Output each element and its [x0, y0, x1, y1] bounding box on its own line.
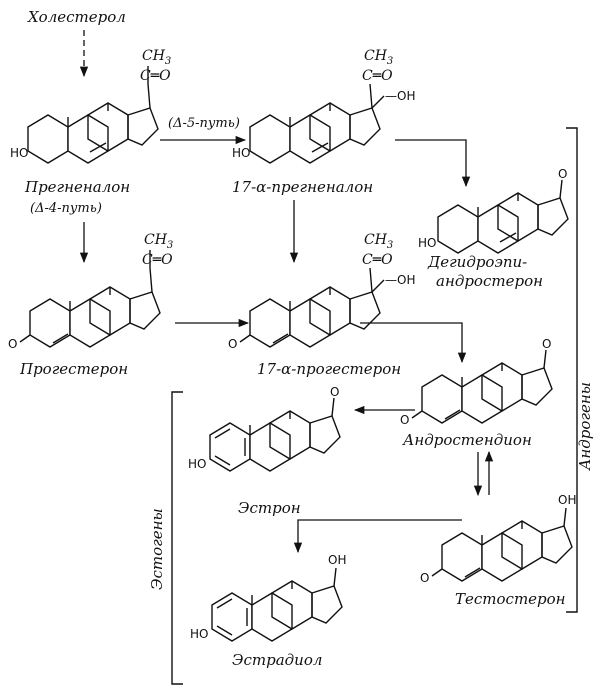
- oxo-group: O: [420, 571, 429, 585]
- carbonyl-group: C═O: [140, 68, 171, 84]
- ch3-group: CH3: [144, 232, 173, 251]
- structure-androstenedione: O O: [400, 337, 553, 427]
- arrow-17a-progesterone-to-androstenedione: [360, 322, 467, 364]
- oxo-group: O: [400, 413, 409, 427]
- keto-oxygen: O: [558, 167, 567, 181]
- carbonyl-group: C═O: [362, 68, 393, 84]
- oh-group: —OH: [385, 89, 415, 103]
- label-dhea-2: андростерон: [436, 272, 543, 290]
- oh-group: OH: [328, 553, 346, 567]
- structure-estrone: HO O: [188, 385, 341, 472]
- structure-testosterone: O OH: [420, 493, 576, 585]
- label-delta5-pathway: (Δ-5-путь): [168, 116, 240, 131]
- oxo-group: O: [8, 337, 17, 351]
- label-cholesterol: Холестерол: [27, 8, 126, 26]
- label-androstenedione: Андростендион: [402, 431, 532, 449]
- structure-progesterone: O CH3 C═O: [8, 232, 173, 351]
- oh-group: —OH: [385, 273, 415, 287]
- label-estradiol: Эстрадиол: [232, 651, 322, 669]
- oh-group: OH: [558, 493, 576, 507]
- label-estrogens: Эстогены: [148, 508, 166, 590]
- label-dhea-1: Дегидроэпи-: [427, 253, 527, 271]
- label-androgens: Андрогены: [576, 382, 594, 471]
- label-17a-progesterone: 17-α-прогестерон: [257, 360, 401, 378]
- ho-group: HO: [232, 146, 250, 160]
- keto-oxygen: O: [330, 385, 339, 399]
- ho-group: HO: [418, 236, 436, 250]
- label-testosterone: Тестостерон: [455, 590, 566, 608]
- arrow-17a-pregnenolone-to-dhea: [395, 139, 471, 188]
- label-estrone: Эстрон: [238, 499, 301, 517]
- label-pregnenolone: Прегненалон: [24, 178, 130, 196]
- arrow-testosterone-to-estradiol: [293, 519, 462, 554]
- ch3-group: CH3: [142, 48, 171, 67]
- oxo-group: O: [228, 337, 237, 351]
- estrogens-bracket: [171, 391, 183, 685]
- label-delta4-pathway: (Δ-4-путь): [30, 201, 102, 216]
- keto-oxygen: O: [542, 337, 551, 351]
- ho-group: HO: [190, 627, 208, 641]
- androgens-bracket: [566, 127, 578, 613]
- label-progesterone: Прогестерон: [19, 360, 128, 378]
- ho-group: HO: [10, 146, 28, 160]
- structure-17a-pregnenolone: HO CH3 C═O —OH: [232, 48, 415, 164]
- label-17a-pregnenolone: 17-α-прегненалон: [232, 178, 373, 196]
- carbonyl-group: C═O: [142, 252, 173, 268]
- ch3-group: CH3: [364, 232, 393, 251]
- structure-pregnenolone: HO CH3 C═O: [10, 48, 171, 164]
- structure-dhea: HO O: [418, 167, 569, 254]
- structure-17a-progesterone: O CH3 C═O —OH: [228, 232, 415, 351]
- ho-group: HO: [188, 457, 206, 471]
- carbonyl-group: C═O: [362, 252, 393, 268]
- ch3-group: CH3: [364, 48, 393, 67]
- structure-estradiol: HO OH: [190, 553, 346, 642]
